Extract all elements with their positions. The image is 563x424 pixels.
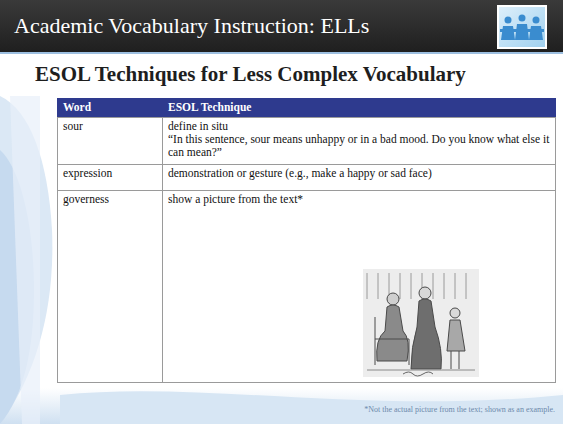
people-icon [498, 6, 546, 48]
decor-swoosh [60, 391, 563, 424]
cell-content: define in situ“In this sentence, sour me… [168, 120, 550, 159]
slide-subtitle: ESOL Techniques for Less Complex Vocabul… [35, 62, 466, 87]
table-text: expression [63, 167, 157, 180]
table-text: ESOL Technique [168, 101, 550, 114]
slide-title: Academic Vocabulary Instruction: ELLs [14, 13, 369, 39]
footnote: *Not the actual picture from the text; s… [364, 405, 555, 414]
table-cell: show a picture from the text* [162, 190, 556, 383]
table-cell: define in situ“In this sentence, sour me… [162, 117, 556, 165]
table-cell: demonstration or gesture (e.g., make a h… [162, 164, 556, 191]
decor-swoosh [10, 96, 40, 424]
table-cell: sour [57, 117, 163, 165]
cell-content: demonstration or gesture (e.g., make a h… [168, 167, 550, 180]
cell-content: ESOL Technique [168, 101, 550, 114]
cell-content: Word [63, 101, 157, 114]
cell-content: expression [63, 167, 157, 180]
table-text: define in situ [168, 120, 550, 133]
table-text: governess [63, 193, 157, 206]
table-text: Word [63, 101, 157, 114]
decor-swoosh [0, 96, 52, 424]
cell-content: governess [63, 193, 157, 206]
table-header-cell: ESOL Technique [162, 98, 556, 118]
bottom-band [0, 388, 563, 424]
governess-illustration [363, 269, 479, 377]
table-text: show a picture from the text* [168, 193, 550, 206]
table-header-cell: Word [57, 98, 163, 118]
cell-content: show a picture from the text* [168, 193, 550, 206]
title-bar [0, 0, 563, 52]
table-text: sour [63, 120, 157, 133]
table-cell: expression [57, 164, 163, 191]
table-cell: governess [57, 190, 163, 383]
cell-content: sour [63, 120, 157, 133]
table-text: “In this sentence, sour means unhappy or… [168, 133, 550, 159]
title-rule [0, 52, 563, 54]
table-text: demonstration or gesture (e.g., make a h… [168, 167, 550, 180]
